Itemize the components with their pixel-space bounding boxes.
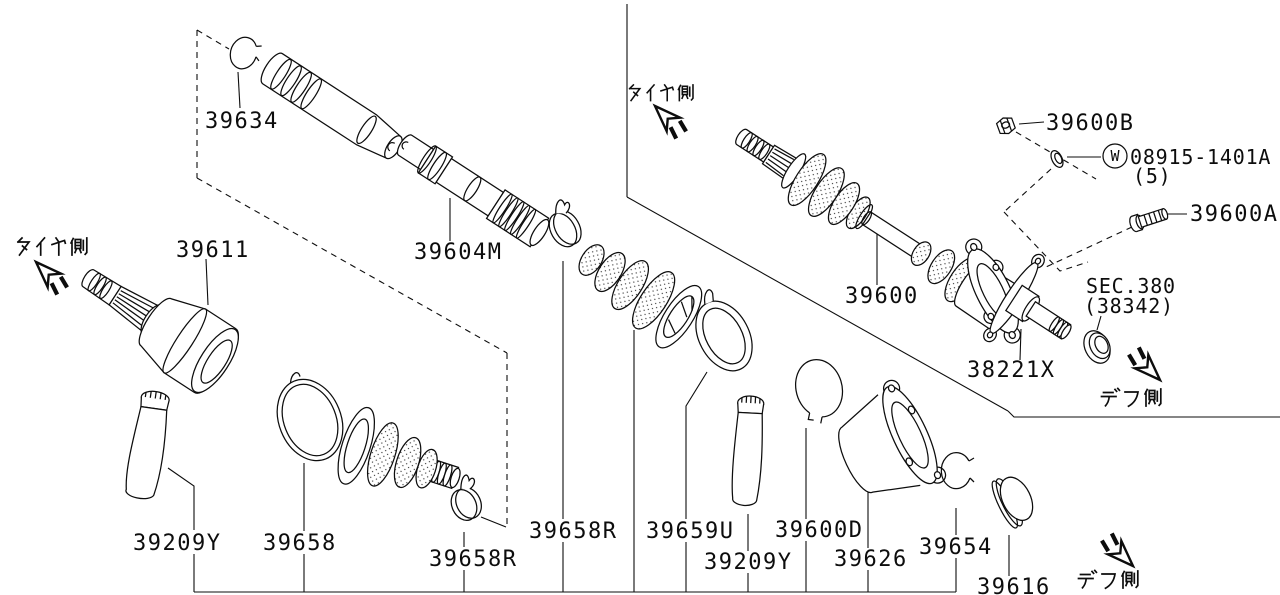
callout-washer-qty: (5)	[1133, 164, 1172, 188]
boot-clamp-left-39658R	[450, 474, 482, 521]
callout-39634: 39634	[205, 109, 279, 134]
shaft-section-39604M	[396, 134, 550, 248]
panel-outline	[626, 4, 1280, 418]
washer-08915	[1050, 149, 1064, 169]
flange-39626	[838, 379, 947, 494]
callout-39658R-left: 39658R	[429, 547, 517, 572]
snap-ring-39654	[940, 451, 975, 490]
diff-side-label-upper	[1100, 387, 1162, 408]
extension-shaft-38221X	[983, 253, 1072, 343]
tire-side-label-right	[628, 84, 694, 102]
callout-washer-part: 08915-1401A	[1130, 145, 1271, 169]
callout-38221X: 38221X	[967, 358, 1055, 383]
callout-sec-ref: SEC.380	[1086, 274, 1176, 298]
part-callouts: 39634 39604M 39611 39600B W 08915-1401A …	[133, 109, 1278, 595]
boot-band-39659U	[695, 289, 753, 372]
callout-39626: 39626	[834, 547, 908, 572]
tire-side-label-left	[17, 237, 88, 256]
callout-39209Y-left: 39209Y	[133, 531, 221, 556]
callout-sec-num: (38342)	[1084, 294, 1174, 318]
tire-side-arrow-right	[648, 99, 690, 141]
callout-39209Y-mid: 39209Y	[704, 550, 792, 575]
nut-39600B	[995, 117, 1016, 135]
diff-side-arrow-upper	[1125, 345, 1167, 387]
grease-tube-middle	[731, 395, 765, 507]
callout-39616: 39616	[977, 575, 1051, 595]
bolt-39600A	[1129, 207, 1169, 233]
callout-39654: 39654	[919, 535, 993, 560]
callout-39604M: 39604M	[414, 240, 502, 265]
callout-39659U: 39659U	[646, 519, 734, 544]
washer-marker-circle	[1102, 143, 1128, 169]
callout-39600D: 39600D	[775, 518, 863, 543]
callout-39611: 39611	[176, 238, 250, 263]
shaft-section-upper	[260, 52, 403, 160]
callout-39658R-mid: 39658R	[529, 519, 617, 544]
tire-side-arrow-left	[29, 255, 71, 297]
cv-boot-middle	[578, 244, 703, 349]
callout-39600A: 39600A	[1190, 202, 1278, 227]
boot-clamp-upper-39658R	[548, 199, 582, 248]
snap-ring-39634	[229, 36, 262, 70]
dust-cap-39616	[991, 476, 1034, 529]
diff-side-label-lower	[1077, 569, 1139, 590]
washer-marker: W	[1110, 147, 1120, 165]
grease-tube-left	[125, 390, 170, 500]
boot-band-39658	[276, 372, 344, 462]
snap-ring-39600D	[795, 358, 844, 424]
cv-joint-39611	[81, 268, 239, 394]
callout-39658: 39658	[263, 531, 337, 556]
support-bracket-flange	[965, 238, 1021, 344]
diff-side-arrow-lower	[1098, 531, 1140, 573]
callout-39600: 39600	[845, 284, 919, 309]
callout-39600B: 39600B	[1046, 111, 1134, 136]
oil-seal-38342	[1083, 330, 1111, 364]
cv-boot-left	[337, 406, 461, 490]
